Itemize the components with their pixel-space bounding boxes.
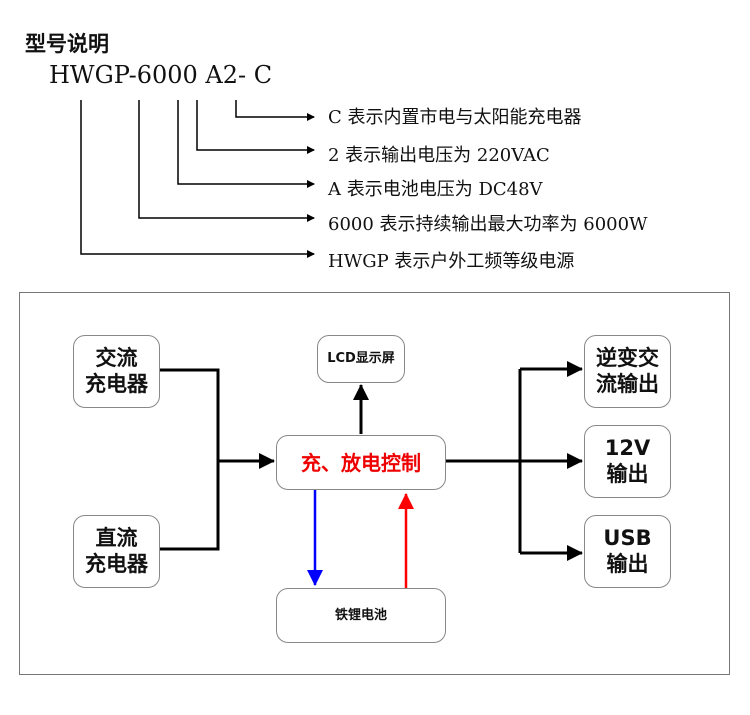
connector-hwgp: [80, 100, 315, 258]
battery-box: 铁锂电池: [276, 588, 446, 643]
output-12v-box: 12V 输出: [584, 425, 671, 498]
ac-charger-box: 交流 充电器: [73, 335, 160, 408]
controller-box: 充、放电控制: [276, 435, 446, 490]
desc-c: C 表示内置市电与太阳能充电器: [328, 107, 582, 128]
diagram-frame: [19, 292, 730, 675]
page-title: 型号说明: [25, 31, 109, 56]
dc-charger-box: 直流 充电器: [73, 515, 160, 588]
desc-2: 2 表示输出电压为 220VAC: [328, 145, 550, 166]
lcd-box: LCD显示屏: [317, 335, 405, 383]
desc-6000: 6000 表示持续输出最大功率为 6000W: [328, 214, 648, 235]
flow-ac-to-control: [159, 368, 220, 461]
inverter-output-box: 逆变交 流输出: [584, 335, 671, 408]
flow-dc-to-control: [159, 461, 220, 551]
connector-6000: [138, 100, 315, 222]
desc-a: A 表示电池电压为 DC48V: [328, 179, 543, 200]
usb-output-box: USB 输出: [584, 515, 671, 588]
desc-hwgp: HWGP 表示户外工频等级电源: [328, 251, 575, 272]
connector-2: [196, 100, 315, 154]
connector-c: [235, 100, 315, 121]
connector-a: [177, 100, 315, 188]
model-code: HWGP-6000 A2- C: [49, 61, 273, 89]
